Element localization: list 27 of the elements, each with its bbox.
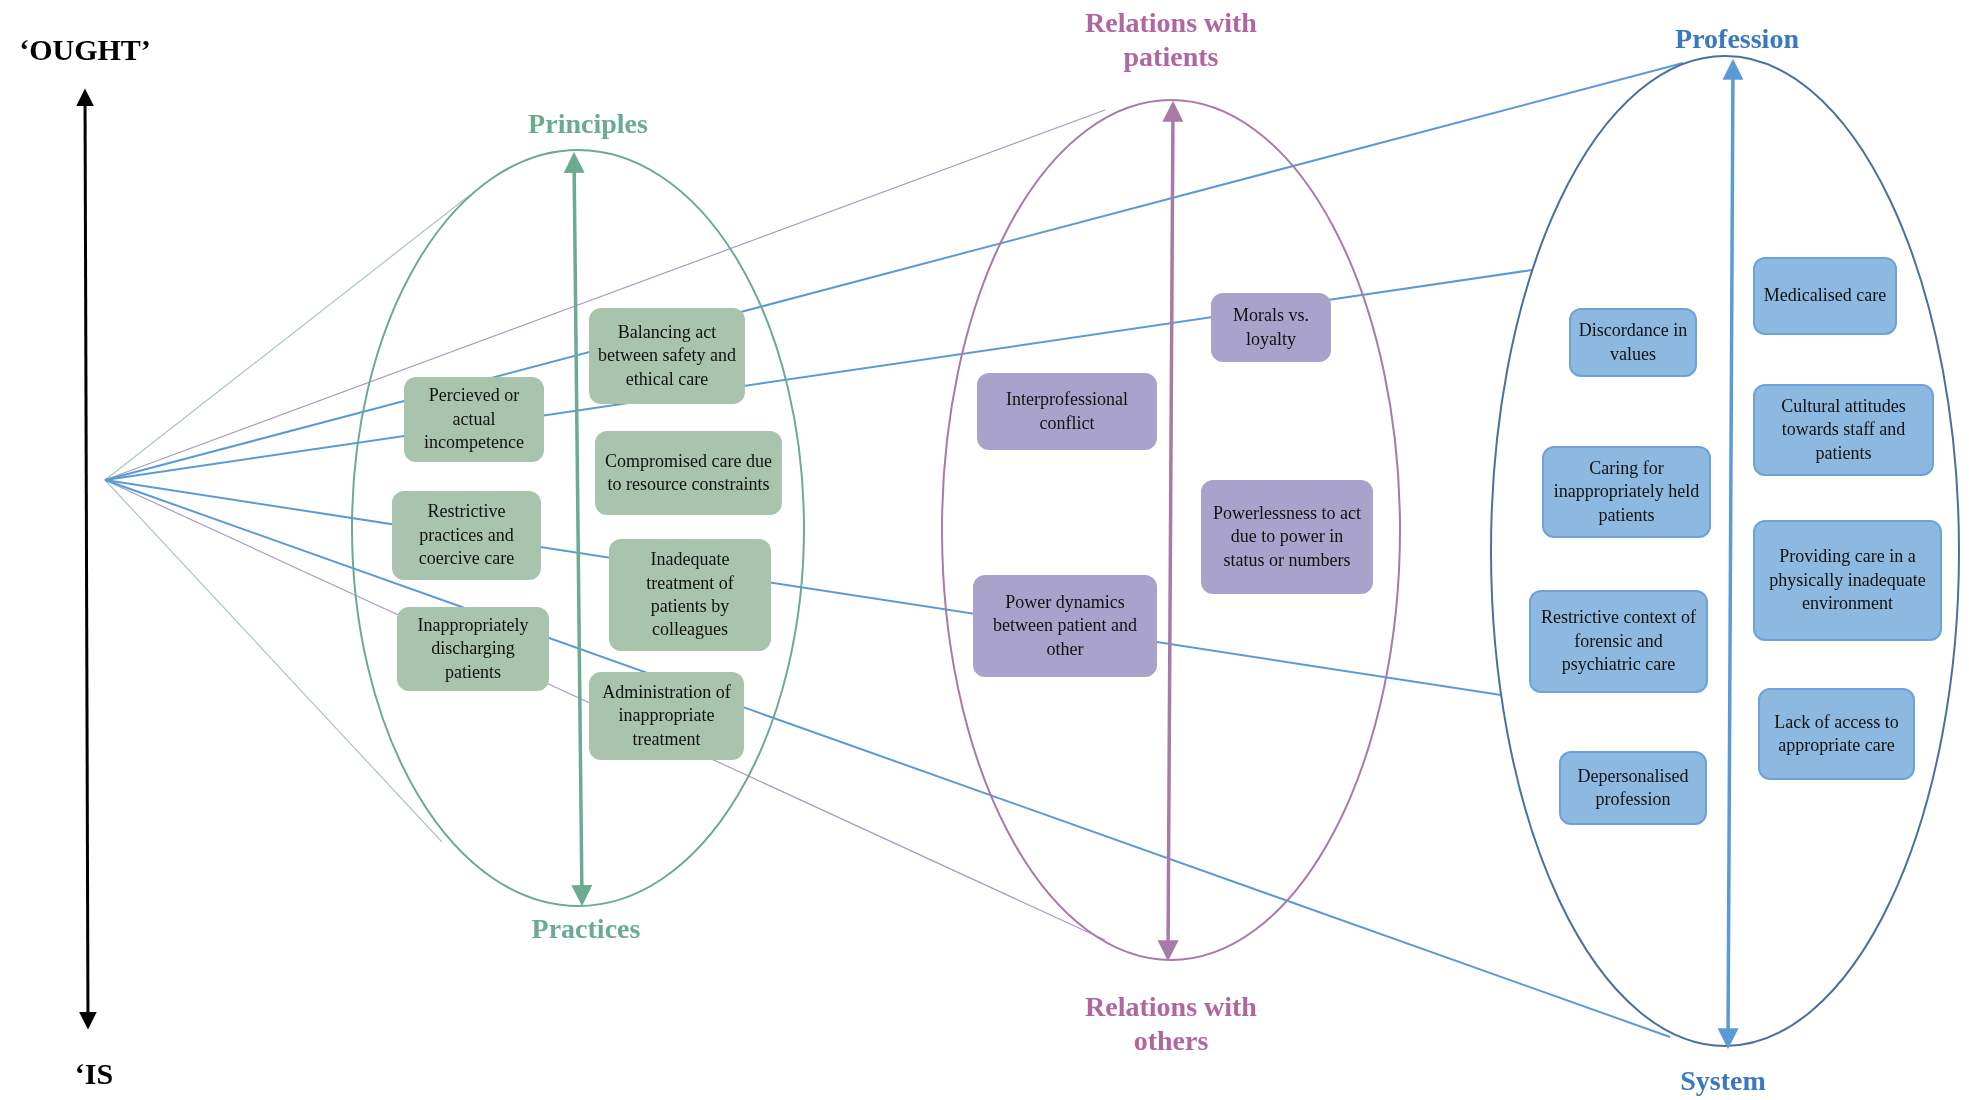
theme-box: Morals vs. loyalty bbox=[1211, 293, 1331, 362]
theme-box: Discordance in values bbox=[1569, 308, 1697, 377]
theme-box: Medicalised care bbox=[1753, 257, 1897, 335]
theme-box: Inadequate treatment of patients by colleagues bbox=[609, 539, 771, 651]
theme-box: Administration of inappropriate treatment bbox=[589, 672, 744, 760]
axis-heading: Relations with others bbox=[1084, 990, 1258, 1058]
axis-label: ‘OUGHT’ bbox=[19, 33, 151, 67]
theme-box: Cultural attitudes towards staff and patients bbox=[1753, 384, 1934, 476]
theme-box: Caring for inappropriately held patients bbox=[1542, 446, 1711, 538]
axis-heading: Relations with patients bbox=[1084, 6, 1258, 74]
theme-box: Restrictive practices and coercive care bbox=[392, 491, 541, 580]
theme-box: Balancing act between safety and ethical care bbox=[589, 308, 745, 404]
axis-heading: Principles bbox=[528, 107, 648, 141]
axis-heading: Practices bbox=[531, 912, 641, 946]
theme-box: Power dynamics between patient and other bbox=[973, 575, 1157, 677]
theme-box: Lack of access to appropriate care bbox=[1758, 688, 1915, 780]
theme-box: Compromised care due to resource constraints bbox=[595, 431, 782, 515]
theme-box: Powerlessness to act due to power in status or numbers bbox=[1201, 480, 1373, 594]
axis-heading: Profession bbox=[1675, 22, 1799, 56]
theme-box: Inappropriately discharging patients bbox=[397, 607, 549, 691]
theme-box: Providing care in a physically inadequate environment bbox=[1753, 520, 1942, 641]
theme-box: Depersonalised profession bbox=[1559, 751, 1707, 825]
theme-box: Percieved or actual incompetence bbox=[404, 377, 544, 462]
theme-box: Restrictive context of forensic and psychiatric care bbox=[1529, 590, 1708, 693]
theme-box: Interprofessional conflict bbox=[977, 373, 1157, 450]
axis-heading: System bbox=[1680, 1064, 1766, 1098]
axis-label: ‘IS bbox=[74, 1057, 114, 1091]
